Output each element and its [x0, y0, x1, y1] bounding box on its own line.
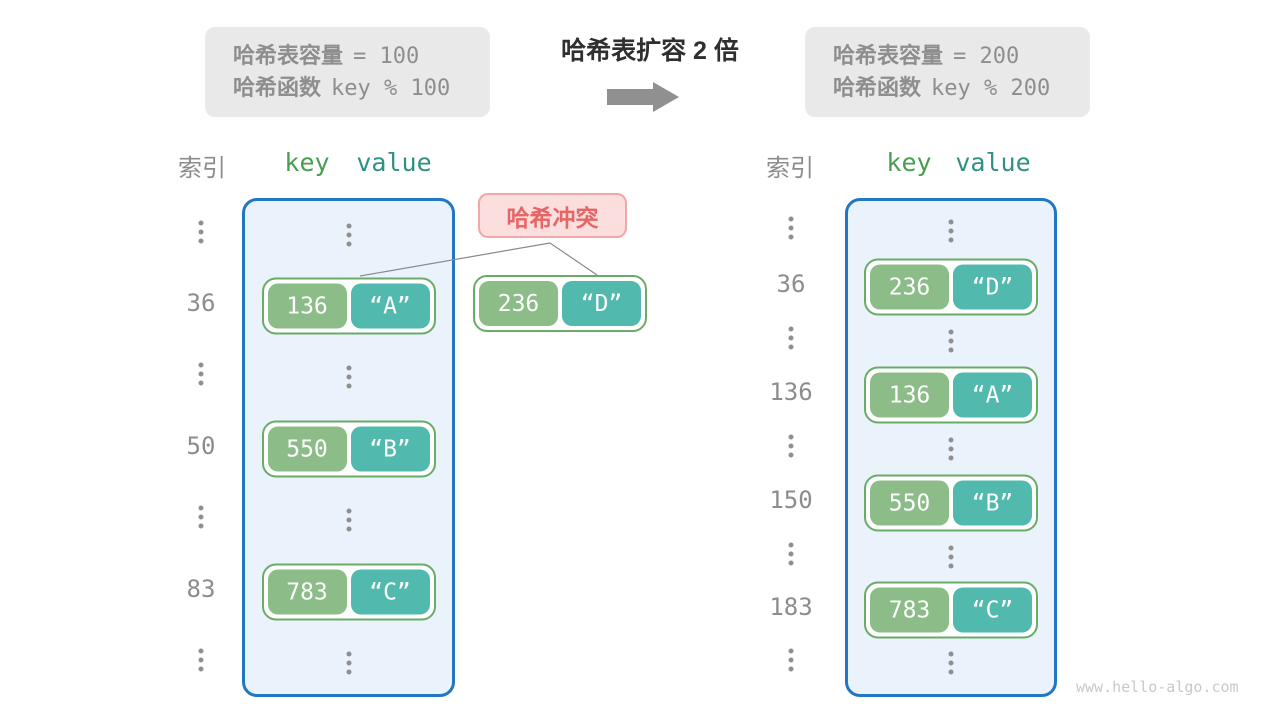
- key-box: 550: [870, 480, 949, 526]
- index-label: 183: [769, 593, 813, 621]
- key-value-pair: 236“D”: [864, 258, 1038, 316]
- key-value-pair: 783“C”: [864, 581, 1038, 639]
- info-line-capacity: 哈希表容量 = 100: [233, 40, 490, 72]
- column-header-value-right: value: [955, 148, 1031, 177]
- info-box-capacity-100: 哈希表容量 = 100 哈希函数 key % 100: [205, 27, 490, 117]
- collision-pair: 236“D”: [473, 275, 647, 332]
- arrow-right-icon: [607, 82, 679, 112]
- column-header-value-left: value: [356, 148, 432, 177]
- index-label: 83: [186, 575, 216, 603]
- key-value-pair: 136“A”: [261, 277, 436, 335]
- info-box-capacity-200: 哈希表容量 = 200 哈希函数 key % 200: [805, 27, 1090, 117]
- info-value: = 100: [353, 44, 420, 69]
- ellipsis-dots-icon: [788, 326, 794, 350]
- key-value-pair: 236“D”: [473, 275, 647, 332]
- hash-table-left: 136“A” 550“B” 783“C”: [242, 198, 455, 697]
- ellipsis-dots-icon: [198, 648, 204, 672]
- column-header-key-right: key: [886, 148, 932, 177]
- value-box: “A”: [953, 372, 1032, 418]
- ellipsis-dots-icon: [788, 542, 794, 566]
- ellipsis-dots-icon: [346, 508, 351, 532]
- value-box: “B”: [953, 480, 1032, 526]
- key-box: 136: [870, 372, 949, 418]
- ellipsis-dots-icon: [198, 220, 204, 244]
- info-value: key % 100: [331, 76, 451, 101]
- info-label: 哈希函数: [233, 75, 322, 100]
- key-value-pair: 783“C”: [261, 563, 436, 621]
- key-value-pair: 136“A”: [864, 366, 1038, 424]
- value-box: “C”: [350, 569, 430, 615]
- info-label: 哈希表容量: [833, 43, 944, 68]
- arrow-head: [653, 82, 679, 112]
- key-box: 236: [870, 264, 949, 310]
- ellipsis-dots-icon: [198, 505, 204, 529]
- ellipsis-dots-icon: [948, 219, 954, 243]
- info-label: 哈希函数: [833, 75, 922, 100]
- index-label: 36: [186, 289, 216, 317]
- arrow-shaft: [607, 89, 653, 105]
- ellipsis-dots-icon: [346, 365, 351, 389]
- info-line-hash-function: 哈希函数 key % 100: [233, 72, 490, 104]
- key-box: 550: [267, 426, 347, 472]
- index-label: 36: [776, 270, 806, 298]
- ellipsis-dots-icon: [948, 437, 954, 461]
- ellipsis-dots-icon: [346, 223, 351, 247]
- value-box: “C”: [953, 587, 1032, 633]
- transition-title: 哈希表扩容 2 倍: [561, 37, 739, 65]
- value-box: “B”: [350, 426, 430, 472]
- key-value-pair: 550“B”: [864, 474, 1038, 532]
- key-value-pair: 550“B”: [261, 420, 436, 478]
- ellipsis-dots-icon: [948, 545, 954, 569]
- key-box: 236: [479, 281, 558, 326]
- ellipsis-dots-icon: [788, 648, 794, 672]
- column-header-key-left: key: [284, 148, 330, 177]
- info-line-hash-function: 哈希函数 key % 200: [833, 72, 1090, 104]
- value-box: “D”: [562, 281, 641, 326]
- ellipsis-dots-icon: [788, 434, 794, 458]
- watermark: www.hello-algo.com: [1076, 678, 1239, 696]
- key-box: 783: [870, 587, 949, 633]
- hash-collision-label: 哈希冲突: [478, 193, 627, 238]
- key-box: 783: [267, 569, 347, 615]
- ellipsis-dots-icon: [948, 651, 954, 675]
- ellipsis-dots-icon: [198, 362, 204, 386]
- info-value: key % 200: [931, 76, 1051, 101]
- info-line-capacity: 哈希表容量 = 200: [833, 40, 1090, 72]
- index-label: 136: [769, 378, 813, 406]
- ellipsis-dots-icon: [788, 216, 794, 240]
- key-box: 136: [267, 283, 347, 329]
- column-header-index-right: 索引: [766, 155, 814, 182]
- info-value: = 200: [953, 44, 1020, 69]
- value-box: “A”: [350, 283, 430, 329]
- value-box: “D”: [953, 264, 1032, 310]
- info-label: 哈希表容量: [233, 43, 344, 68]
- index-label: 50: [186, 432, 216, 460]
- column-header-index-left: 索引: [178, 155, 226, 182]
- index-label: 150: [769, 486, 813, 514]
- ellipsis-dots-icon: [346, 651, 351, 675]
- ellipsis-dots-icon: [948, 329, 954, 353]
- hash-table-right: 236“D” 136“A” 550“B” 783“C”: [845, 198, 1057, 697]
